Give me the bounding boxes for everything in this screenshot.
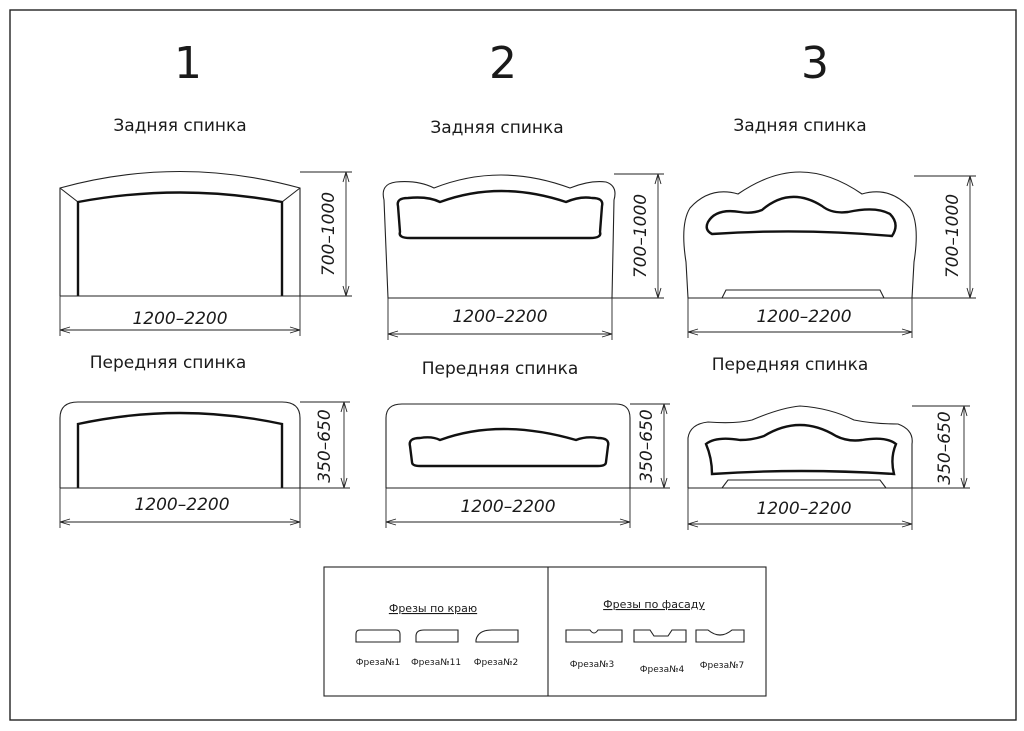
back-height-label-3: 700–1000 (943, 194, 963, 278)
back-width-dim-2: 1200–2200 (387, 298, 613, 340)
front-height-dim-2: 350–650 (630, 403, 670, 489)
back-width-dim-1: 1200–2200 (59, 296, 301, 336)
edge-bits-title: Фрезы по краю (389, 602, 477, 615)
front-title-3: Передняя спинка (712, 355, 869, 375)
front-title-1: Передняя спинка (90, 353, 247, 373)
facade-bit-profile-4 (633, 629, 687, 643)
front-width-label-3: 1200–2200 (756, 499, 851, 519)
front-height-dim-3: 350–650 (912, 405, 970, 489)
front-height-label-1: 350–650 (315, 409, 335, 482)
back-title-2: Задняя спинка (430, 118, 563, 138)
front-headboard-3 (687, 405, 913, 489)
front-title-2: Передняя спинка (422, 359, 579, 379)
back-headboard-2 (382, 174, 616, 299)
edge-bit-label-1: Фреза№1 (356, 658, 400, 668)
front-width-dim-2: 1200–2200 (385, 488, 631, 528)
front-width-label-1: 1200–2200 (134, 495, 229, 515)
edge-bit-label-2: Фреза№2 (474, 658, 518, 668)
front-headboard-2 (385, 403, 631, 489)
facade-bit-label-3: Фреза№3 (570, 660, 614, 670)
back-height-label-2: 700–1000 (631, 194, 651, 278)
back-width-label-3: 1200–2200 (756, 307, 851, 327)
edge-bit-profile-1 (355, 629, 401, 643)
front-height-label-3: 350–650 (935, 411, 955, 484)
sheet-frame (9, 9, 1017, 721)
back-height-label-1: 700–1000 (319, 192, 339, 276)
edge-bit-profile-2 (475, 629, 519, 643)
back-width-label-2: 1200–2200 (452, 307, 547, 327)
edge-bit-label-11: Фреза№11 (411, 658, 461, 668)
back-headboard-3 (683, 171, 917, 299)
facade-bit-label-4: Фреза№4 (640, 665, 685, 675)
back-width-label-1: 1200–2200 (132, 309, 227, 329)
back-height-dim-3: 700–1000 (912, 175, 976, 299)
front-width-dim-1: 1200–2200 (59, 488, 301, 528)
back-title-3: Задняя спинка (733, 116, 866, 136)
edge-bit-profile-11 (415, 629, 459, 643)
back-width-dim-3: 1200–2200 (687, 298, 913, 338)
back-height-dim-2: 700–1000 (612, 173, 664, 299)
facade-bit-profile-3 (565, 629, 623, 643)
facade-bit-label-7: Фреза№7 (700, 661, 744, 671)
column-number-2: 2 (489, 38, 517, 89)
front-height-label-2: 350–650 (637, 409, 657, 482)
facade-bit-profile-7 (695, 629, 745, 643)
front-height-dim-1: 350–650 (300, 401, 350, 489)
front-width-label-2: 1200–2200 (460, 497, 555, 517)
facade-bits-title: Фрезы по фасаду (603, 598, 705, 611)
column-number-3: 3 (801, 38, 829, 89)
front-headboard-1 (59, 401, 301, 489)
router-bit-legend: Фрезы по краю Фреза№1 Фреза№11 Фреза№2 Ф… (323, 566, 767, 697)
front-width-dim-3: 1200–2200 (687, 488, 913, 530)
back-height-dim-1: 700–1000 (300, 171, 352, 297)
back-headboard-1 (59, 170, 301, 297)
back-title-1: Задняя спинка (113, 116, 246, 136)
column-number-1: 1 (174, 38, 202, 89)
